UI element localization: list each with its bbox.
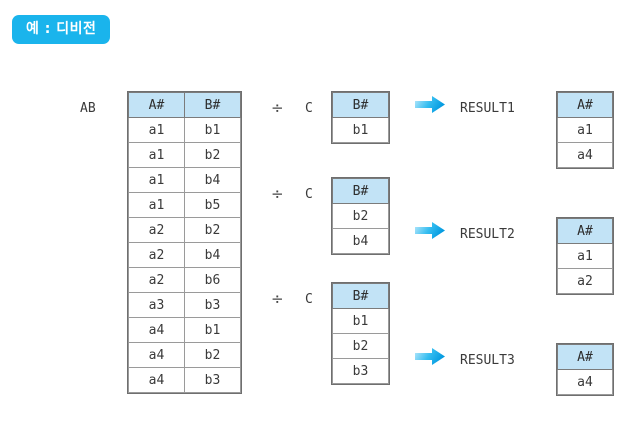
dividend-cell: a4 [128,342,185,368]
result-2-column-header: A# [557,218,613,244]
divisor-1-header-row: B# [332,92,389,118]
result-label-1: RESULT1 [460,101,515,116]
example-title-badge: 예 : 디비전 [12,15,111,44]
result-label-3: RESULT3 [460,353,515,368]
dividend-cell: b2 [184,342,241,368]
divisor-label-3: C [305,292,313,307]
divisor-2-column-header: B# [332,178,389,204]
right-arrow-icon-3 [415,348,445,365]
dividend-column-header: A# [128,92,185,118]
dividend-cell: b4 [184,167,241,193]
divisor-3-row: b3 [332,358,389,384]
dividend-cell: b3 [184,292,241,318]
dividend-cell: a4 [128,367,185,393]
right-arrow-icon-2 [415,222,445,239]
dividend-column-header: B# [184,92,241,118]
dividend-cell: a1 [128,167,185,193]
divisor-3-row: b1 [332,308,389,334]
dividend-cell: a1 [128,117,185,143]
result-2-header-row: A# [557,218,613,244]
result-2-cell: a1 [557,243,613,269]
divisor-3-header-row: B# [332,283,389,309]
dividend-cell: a2 [128,242,185,268]
dividend-table-label: AB [80,101,96,116]
result-table-3: A#a4 [556,343,614,396]
dividend-cell: a1 [128,142,185,168]
result-1-cell: a1 [557,117,613,143]
result-3-header-row: A# [557,344,613,370]
right-arrow-icon-1 [415,96,445,113]
divisor-2-cell: b4 [332,228,389,254]
divisor-label-1: C [305,101,313,116]
dividend-cell: a1 [128,192,185,218]
dividend-cell: a3 [128,292,185,318]
division-operator-3: ÷ [271,290,284,308]
dividend-cell: a2 [128,217,185,243]
dividend-cell: b5 [184,192,241,218]
result-1-row: a4 [557,142,613,168]
result-1-header-row: A# [557,92,613,118]
divisor-2-row: b2 [332,203,389,229]
dividend-cell: a4 [128,317,185,343]
division-operator-1: ÷ [271,99,284,117]
result-label-2: RESULT2 [460,227,515,242]
dividend-cell: b3 [184,367,241,393]
result-2-cell: a2 [557,268,613,294]
divisor-1-row: b1 [332,117,389,143]
divisor-2-header-row: B# [332,178,389,204]
result-1-column-header: A# [557,92,613,118]
divisor-2-row: b4 [332,228,389,254]
result-3-row: a4 [557,369,613,395]
divisor-table-1: B#b1 [331,91,390,144]
dividend-cell: b2 [184,217,241,243]
divisor-3-row: b2 [332,333,389,359]
dividend-cell: b1 [184,117,241,143]
result-3-column-header: A# [557,344,613,370]
divisor-1-column-header: B# [332,92,389,118]
divisor-3-cell: b1 [332,308,389,334]
divisor-3-cell: b2 [332,333,389,359]
result-2-row: a1 [557,243,613,269]
dividend-cell: a2 [128,267,185,293]
divisor-label-2: C [305,187,313,202]
divisor-2-cell: b2 [332,203,389,229]
dividend-header-row: A#B# [128,92,241,118]
divisor-1-cell: b1 [332,117,389,143]
result-1-cell: a4 [557,142,613,168]
dividend-cell: b1 [184,317,241,343]
dividend-cell: b2 [184,142,241,168]
division-operator-2: ÷ [271,185,284,203]
dividend-cell: b6 [184,267,241,293]
result-2-row: a2 [557,268,613,294]
divisor-3-cell: b3 [332,358,389,384]
dividend-cell: b4 [184,242,241,268]
result-3-cell: a4 [557,369,613,395]
result-1-row: a1 [557,117,613,143]
divisor-3-column-header: B# [332,283,389,309]
